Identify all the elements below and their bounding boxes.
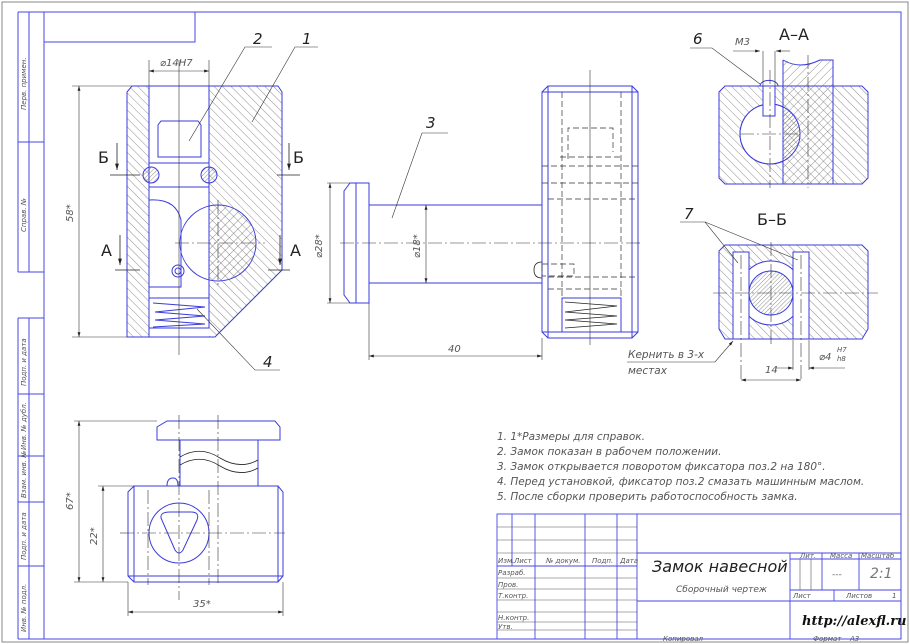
dim-width-35: 35* [193,599,211,610]
format-label: Формат [813,635,842,643]
dim-dia-28: ⌀28* [314,234,325,258]
tb-header-mass: Масса [830,552,852,560]
technical-notes: 1. 1*Размеры для справок. 2. Замок показ… [497,431,864,503]
side-stamp-first-use: Перв. примен. [20,57,28,110]
position-1: 1 [302,30,312,48]
note-3: 3. Замок открывается поворотом фиксатора… [497,461,826,473]
drawing-mass: --- [832,570,842,580]
tb-header-izm: Изм. [498,557,514,565]
section-mark-b-left: Б [98,148,109,167]
site-url: http://alexfl.ru [802,614,907,629]
side-view [327,70,642,360]
tb-row-checker: Пров. [498,581,518,589]
tb-header-date: Дата [619,557,638,565]
position-2: 2 [253,30,263,48]
dim-height-67: 67* [65,492,76,510]
note-5: 5. После сборки проверить работоспособно… [497,491,798,503]
tb-header-sign: Подп. [592,557,613,565]
note-4: 4. Перед установкой, фиксатор поз.2 смаз… [497,476,864,488]
annotation-punch-line1: Кернить в 3-х [628,349,705,361]
dim-dia-18: ⌀18* [412,234,423,258]
dim-pin-spacing-14: 14 [765,365,778,376]
tb-row-tech-control: Т.контр. [498,592,528,600]
tb-row-developer: Разраб. [498,569,526,577]
side-stamp-sign-date-1: Подп. и дата [20,338,28,386]
section-a-a-view [690,47,869,188]
dim-pin-fit-bottom: h8 [837,355,846,363]
drawing-scale: 2:1 [870,566,893,582]
section-mark-a-right: А [290,241,301,260]
dim-pin-fit-top: H7 [837,346,847,354]
section-title-b-b: Б–Б [757,210,787,229]
side-stamp-orig-inv: Инв. № подл. [20,584,28,632]
note-1: 1. 1*Размеры для справок. [497,431,645,443]
copied-label: Копировал [663,635,704,643]
note-2: 2. Замок показан в рабочем положении. [497,446,721,458]
position-6: 6 [693,30,703,48]
main-section-view [72,46,318,371]
side-stamp-sign-date-2: Подп. и дата [20,512,28,560]
position-3: 3 [426,114,436,132]
dim-bore-14h7: ⌀14H7 [160,58,193,69]
position-4-label: 4 [263,353,273,371]
dim-height-58: 58* [65,204,76,222]
dim-pin-dia: ⌀4 [819,352,831,363]
format-value: A3 [849,635,859,643]
section-b-b-view [627,221,878,382]
top-view [74,415,285,616]
side-stamp-ref-no: Справ. № [20,198,28,232]
tb-row-norm-control: Н.контр. [498,614,529,622]
section-title-a-a: А–А [779,25,809,44]
annotation-punch-line2: местах [628,365,668,377]
position-7: 7 [684,205,694,223]
tb-sheets-count: 1 [892,592,896,600]
tb-header-lit: Лит. [799,552,816,560]
tb-row-approved: Утв. [498,623,513,631]
side-stamp-replace-inv: Взам. инв. № [20,450,28,498]
dim-height-22: 22* [89,527,100,545]
dim-length-40: 40 [448,344,461,355]
drawing-title: Замок навесной [652,557,788,576]
section-mark-a-left: А [101,241,112,260]
tb-sheet-label: Лист [792,592,812,600]
side-stamp-dup-inv: Инв. № дубл. [20,402,28,450]
dim-thread-m3: M3 [735,37,750,48]
title-block [496,513,902,640]
drawing-subtitle: Сборочный чертеж [676,585,768,595]
drawing-frame [17,11,902,640]
tb-header-list: Лист [513,557,533,565]
tb-sheets-label: Листов [845,592,872,600]
tb-header-scale: Масштаб [861,552,895,560]
section-mark-b-right: Б [293,148,304,167]
tb-header-doc-no: № докум. [545,557,581,565]
